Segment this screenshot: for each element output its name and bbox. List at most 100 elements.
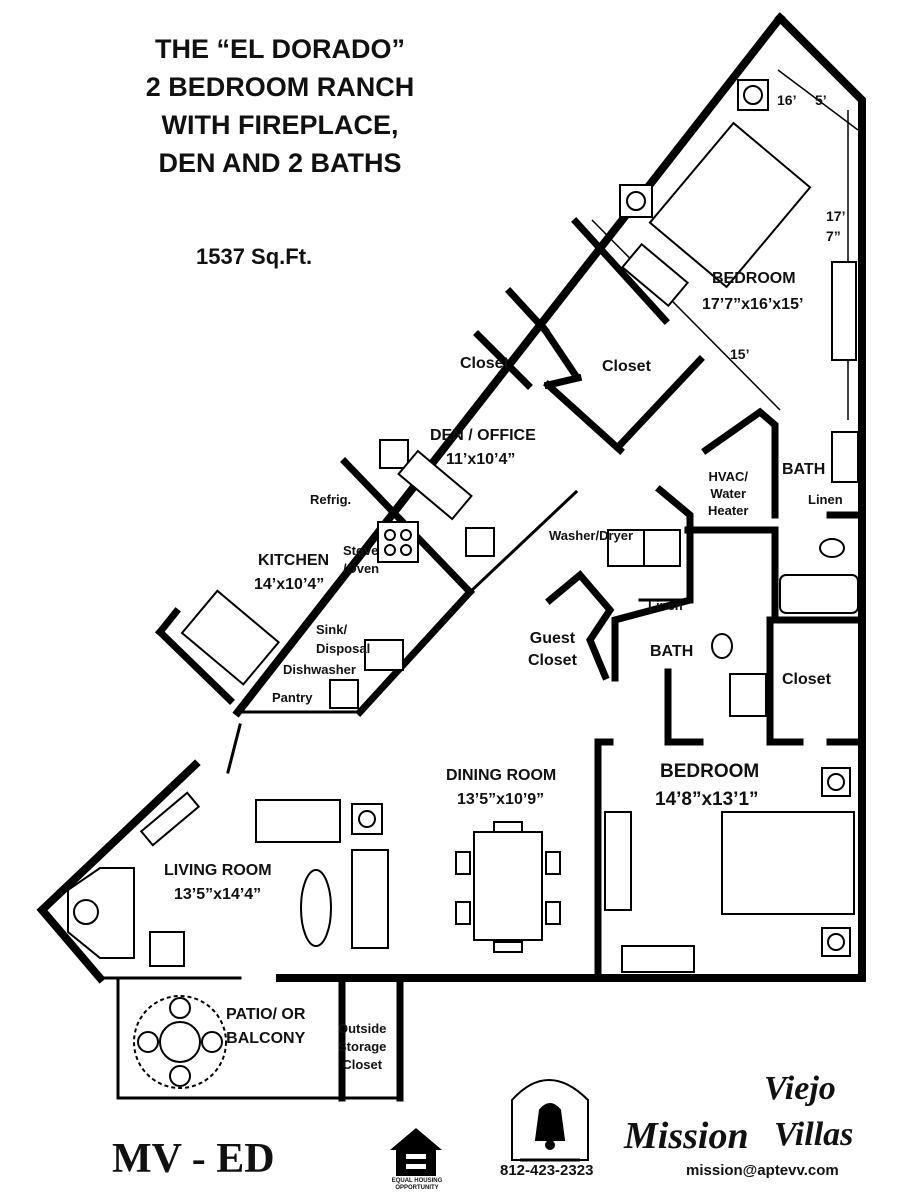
bath-upper-label: BATH (782, 461, 826, 478)
dresser-second (604, 811, 632, 911)
patio-chair-3 (137, 1031, 159, 1053)
refrigerator-label: Refrig. (310, 492, 352, 507)
lamp-main-2 (626, 191, 646, 211)
room-dining-name: DINING ROOM (446, 767, 557, 784)
hvac-label: HVAC/ Water Heater (708, 469, 749, 518)
closet-divider-2 (540, 325, 581, 381)
burner-3 (384, 544, 396, 556)
washer-dryer-label: Washer/Dryer (549, 528, 634, 543)
stove (377, 521, 419, 563)
loveseat (255, 799, 341, 843)
title-line-4: DEN AND 2 BATHS (158, 148, 402, 178)
den-chair-2 (465, 527, 495, 557)
dining-chair-3 (545, 851, 561, 875)
brand-word-villas: Villas (774, 1116, 854, 1153)
closet-return (543, 373, 583, 390)
kitchen-sink (364, 639, 404, 671)
room-bedroom-second-size: 14’8”x13’1” (655, 789, 759, 810)
room-living-name: LIVING ROOM (164, 862, 272, 879)
dining-chair-1 (455, 851, 471, 875)
pantry-label: Pantry (272, 690, 313, 705)
equal-housing-text: EQUAL HOUSING OPPORTUNITY (391, 1178, 443, 1191)
room-kitchen-size: 14’x10’4” (254, 576, 325, 593)
plan-title: THE “EL DORADO” 2 BEDROOM RANCH WITH FIR… (110, 30, 450, 182)
toilet-lower (711, 633, 733, 659)
dim-label-17: 17’ (826, 208, 846, 224)
dining-chair-2 (455, 901, 471, 925)
lamp-second-2 (827, 933, 845, 951)
dining-chair-5 (493, 821, 523, 833)
mission-bell-icon (511, 1079, 589, 1162)
dim-line-15 (591, 219, 781, 411)
den-opening (467, 489, 579, 595)
room-bedroom-main-size: 17’7”x16’x15’ (702, 296, 804, 313)
equal-housing-icon (390, 1128, 442, 1176)
email-address: mission@aptevv.com (686, 1162, 839, 1179)
tub-upper (779, 574, 859, 614)
guest-closet-wall (545, 570, 615, 681)
bath-lower-wall (664, 668, 704, 746)
linen-upper-label: Linen (808, 492, 843, 507)
coffee-table (300, 869, 332, 947)
dining-table (473, 831, 543, 941)
storage-closet-label: Outside Storage Closet (338, 1021, 387, 1072)
room-dining-size: 13’5”x10’9” (457, 791, 545, 808)
closet-lower-wall (766, 616, 804, 746)
burner-4 (400, 544, 412, 556)
kitchen-table (180, 589, 281, 686)
dining-chair-4 (545, 901, 561, 925)
bath-lower-label: BATH (650, 643, 694, 660)
fixtures (67, 79, 859, 1089)
patio-chair-2 (169, 1065, 191, 1087)
lamp-second-1 (827, 773, 845, 791)
bed-second (721, 811, 855, 915)
den-desk (397, 449, 473, 521)
brand-word-mission: Mission (624, 1115, 749, 1157)
patio-chair-4 (201, 1031, 223, 1053)
phone-number: 812-423-2323 (500, 1162, 594, 1179)
guest-closet-label: Guest Closet (528, 630, 577, 669)
closet-upper-left-label: Closet (460, 355, 509, 372)
brand-word-viejo: Viejo (764, 1070, 836, 1107)
room-bedroom-main-name: BEDROOM (712, 270, 796, 287)
exterior-wall-right (774, 12, 866, 982)
title-line-1: THE “EL DORADO” (154, 34, 405, 64)
room-bedroom-second-name: BEDROOM (660, 761, 760, 782)
bed-main (648, 121, 812, 289)
dishwasher-box (329, 679, 359, 709)
patio-label: PATIO/ OR BALCONY (226, 1006, 306, 1047)
plan-code: MV - ED (112, 1136, 275, 1182)
room-den-size: 11’x10’4” (446, 451, 516, 468)
media-console (139, 791, 201, 847)
exterior-wall-living (36, 759, 201, 984)
lamp-main-1 (743, 85, 763, 105)
sofa (351, 849, 389, 949)
burner-1 (384, 529, 396, 541)
toilet-upper (819, 538, 845, 558)
dim-line-16 (777, 69, 859, 131)
end-table-lamp (358, 810, 376, 828)
sink-label: Sink/ Disposal (316, 622, 371, 656)
bedroom-closet-wall (571, 217, 670, 325)
entry-door (226, 723, 242, 774)
dresser-main (831, 261, 857, 361)
brand-logo: Mission Viejo Villas (624, 1070, 864, 1162)
patio-circle (133, 995, 227, 1089)
shower-wall (684, 526, 779, 624)
hvac-wall (701, 407, 779, 519)
fireplace-hearth (73, 899, 99, 925)
dishwasher-label: Dishwasher (283, 662, 356, 677)
vanity-lower (729, 673, 767, 717)
kitchen-back-wall (355, 587, 475, 717)
patio-table (159, 1021, 201, 1063)
stove-label: Stove /Oven (343, 543, 380, 576)
square-footage: 1537 Sq.Ft. (196, 244, 313, 269)
washer (607, 529, 645, 567)
linen-lower-label: Linen (648, 598, 683, 613)
closet-divider (505, 287, 550, 335)
den-chair-1 (379, 439, 409, 469)
burner-2 (400, 529, 412, 541)
dim-label-7: 7” (826, 228, 841, 244)
kitchen-corner-stub (155, 607, 181, 637)
